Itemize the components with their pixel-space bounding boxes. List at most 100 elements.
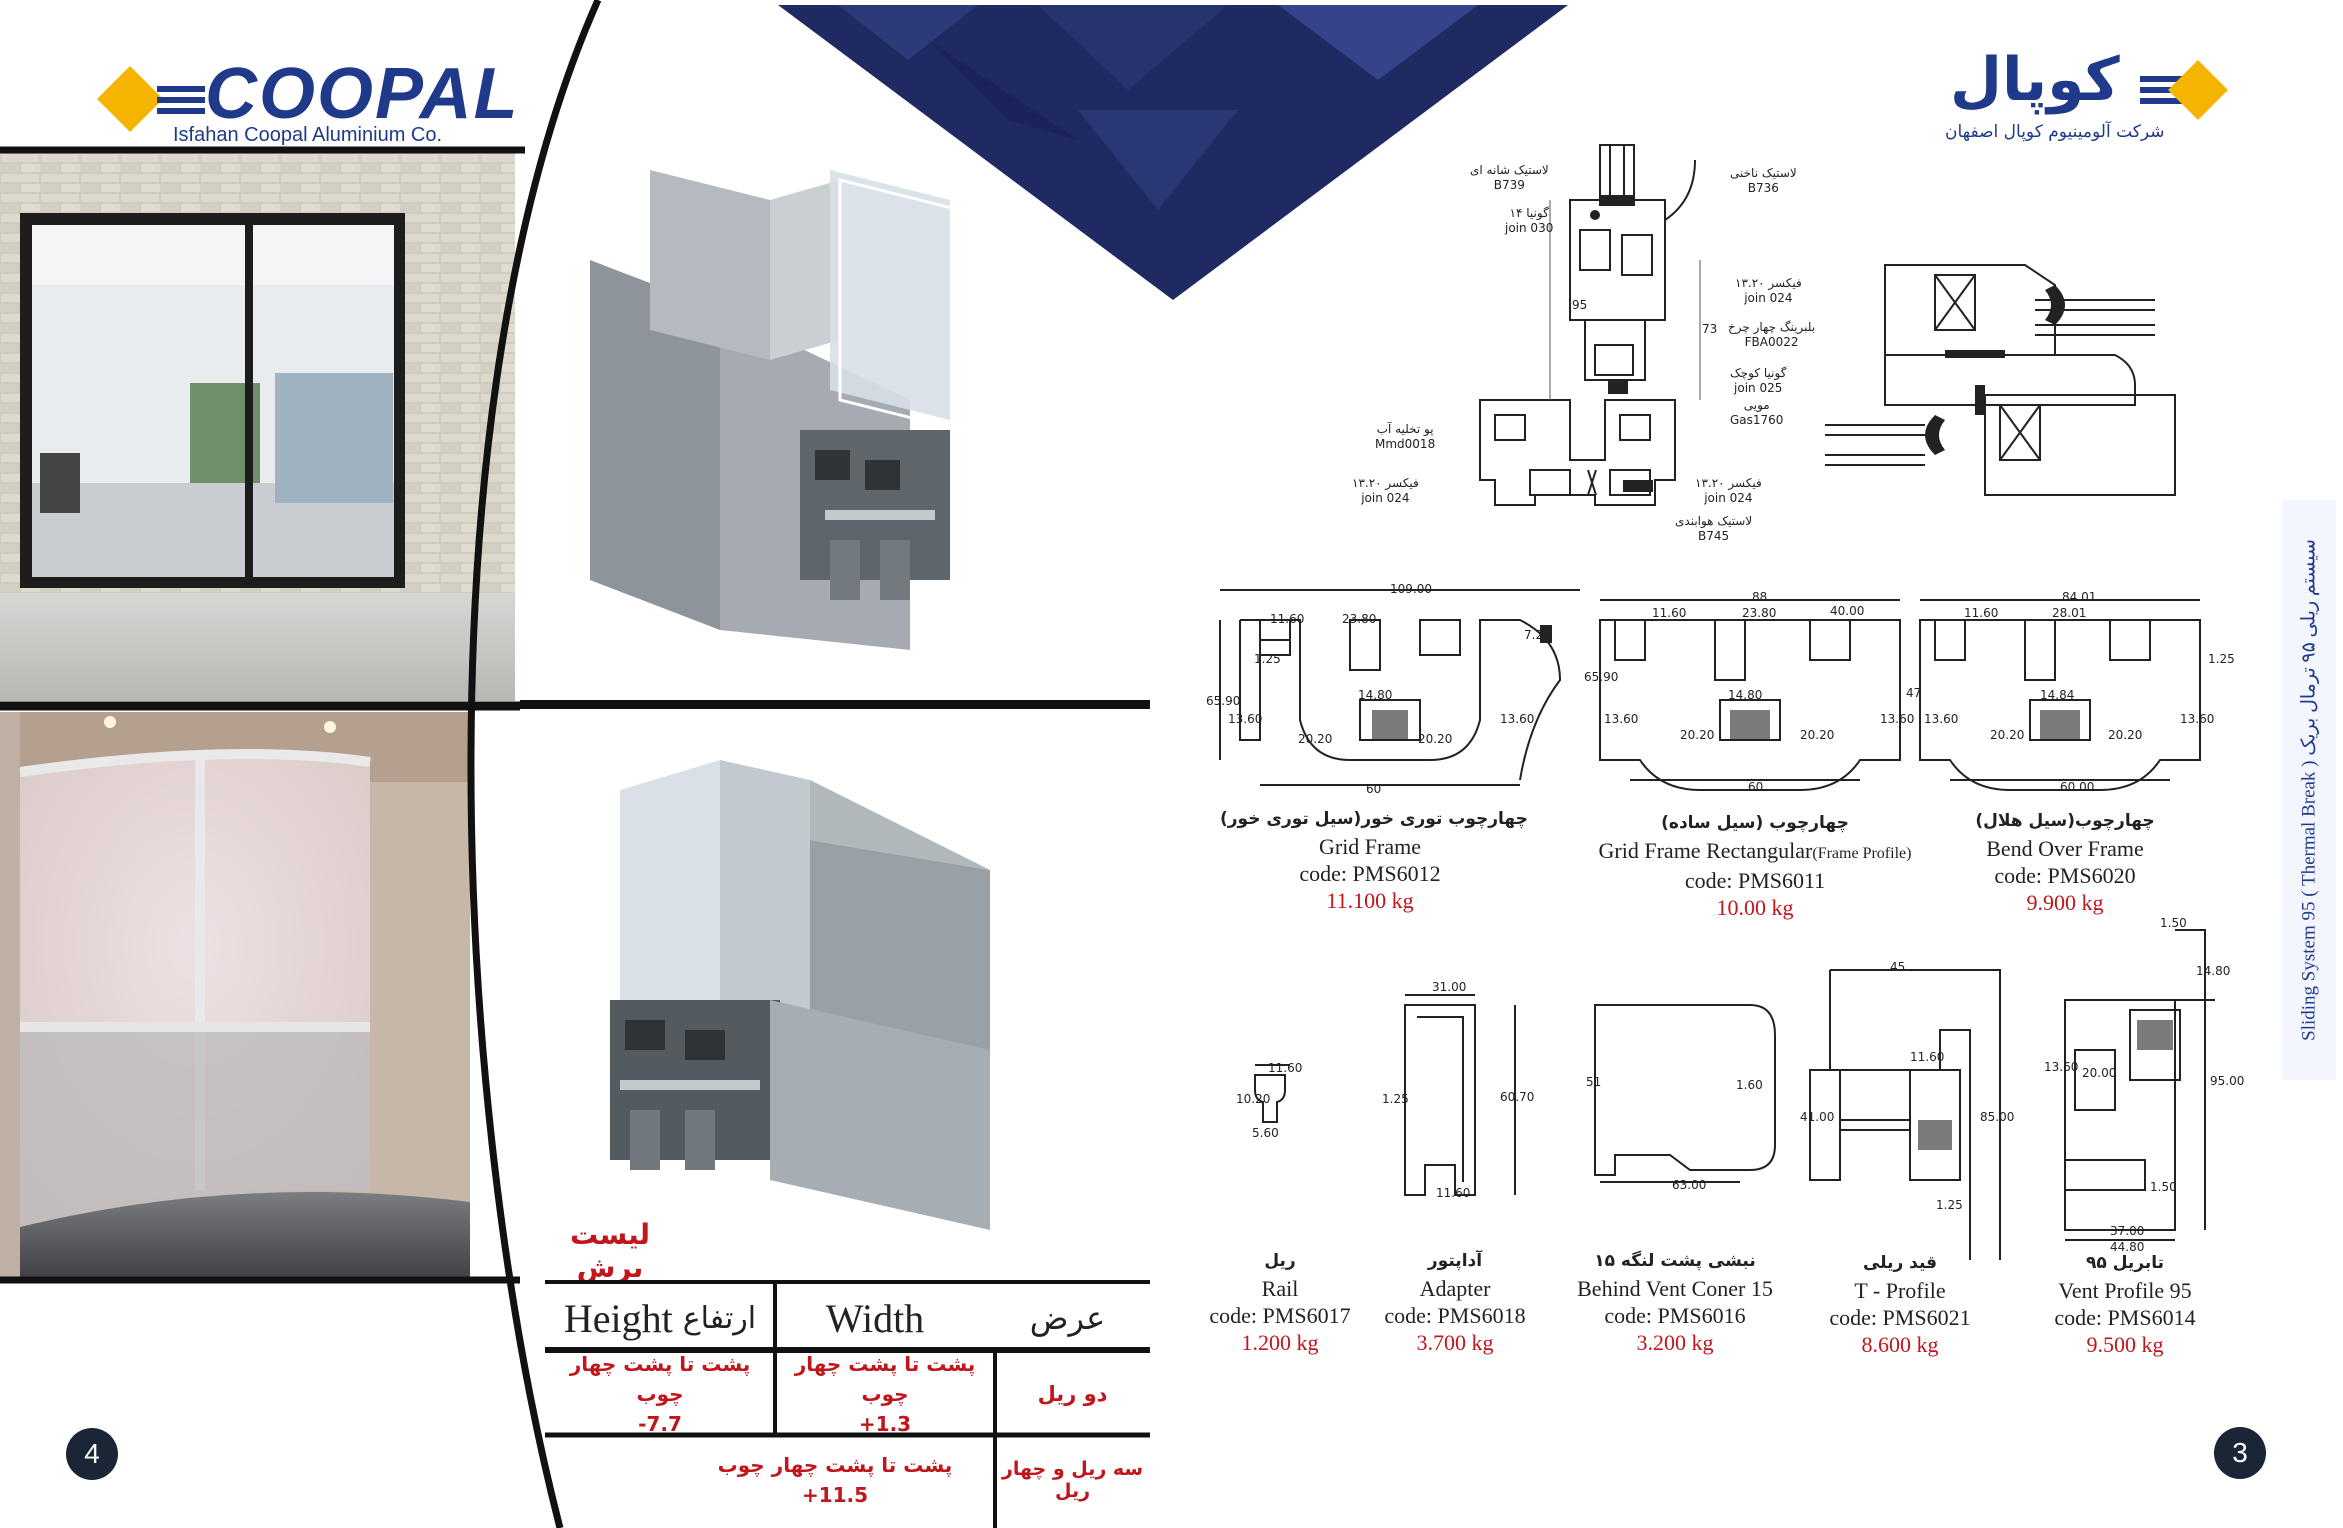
f3-dim-f: 14.84: [2040, 688, 2075, 702]
f2-dim-i: 13.60: [1880, 712, 1915, 726]
vp-dim-g: 37.00: [2110, 1224, 2145, 1238]
f3-dim-d: 47: [1906, 686, 1922, 700]
vp-dim-b: 14.80: [2196, 964, 2231, 978]
vent-profile-drawing: [2064, 929, 2215, 1241]
tp-dim-c: 41.00: [1800, 1110, 1835, 1124]
logo-wordmark: COOPAL: [205, 54, 520, 134]
f1-dim-c: 7.20: [1524, 628, 1551, 642]
label-join024-a: فیکسر ۱۳.۲۰ join 024: [1735, 276, 1802, 305]
interior-photo: [0, 153, 515, 701]
rail-dim-b: 10.20: [1236, 1092, 1271, 1106]
assembly-dim-73: 73: [1702, 322, 1718, 336]
row1-height-cell: پشت تا پشت چهار چوب -7.7: [569, 1352, 751, 1436]
tp-dim-e: 1.25: [1936, 1198, 1963, 1212]
f1-dim-j: 13.60: [1500, 712, 1535, 726]
height-label-fa: ارتفاع: [682, 1300, 757, 1336]
coopal-logo-fa: کوپال شرکت آلومینیوم کوپال اصفهان: [1945, 45, 2230, 150]
rail-drawing: [1254, 1064, 1290, 1123]
f2-dim-h: 20.20: [1800, 728, 1835, 742]
f1-dim-h: 20.20: [1298, 732, 1333, 746]
f3-dim-g: 20.20: [1990, 728, 2025, 742]
adapter-dim-d: 11.60: [1436, 1186, 1471, 1200]
f3-dim-c: 1.25: [2208, 652, 2235, 666]
f2-dim-j: 60: [1748, 780, 1764, 794]
logo-diamond-icon: [97, 66, 205, 132]
profile-render-top: [570, 160, 970, 650]
cut-list-table: Height ارتفاع Width عرض پشت تا پشت چهار …: [545, 1280, 1150, 1528]
height-label: Height: [563, 1295, 673, 1341]
t-profile-drawing: [1809, 969, 2001, 1260]
vp-dim-a: 1.50: [2160, 916, 2187, 930]
width-column-header-fa: عرض: [1029, 1299, 1106, 1337]
f3-dim-i: 13.60: [2180, 712, 2215, 726]
caption-grid-frame-rectangular: چهارچوب (سیل ساده) Grid Frame Rectangula…: [1598, 813, 1912, 920]
f2-dim-c: 40.00: [1830, 604, 1865, 618]
vp-dim-c: 13.60: [2044, 1060, 2079, 1074]
label-join024-c: فیکسر ۱۳.۲۰ join 024: [1695, 476, 1762, 505]
side-vertical-title: Sliding System 95 ( Thermal Break ) سیست…: [2282, 500, 2336, 1080]
rail-dim-a: 11.60: [1268, 1061, 1303, 1075]
coopal-logo: COOPAL Isfahan Coopal Aluminium Co.: [95, 58, 518, 153]
assembly-section-drawing: 95 73: [1360, 140, 1780, 550]
vp-dim-h: 44.80: [2110, 1240, 2145, 1254]
caption-behind-vent-coner: نبشی پشت لنگه ۱۵ Behind Vent Coner 15 co…: [1577, 1251, 1773, 1355]
label-join030: گونیا ۱۴ join 030: [1505, 206, 1554, 235]
f3-dim-a: 11.60: [1964, 606, 1999, 620]
grid-frame-drawing: [1219, 589, 1580, 786]
f1-dim-i: 20.20: [1418, 732, 1453, 746]
f1-dim-d: 1.25: [1254, 652, 1281, 666]
f1-dim-g: 14.80: [1358, 688, 1393, 702]
f2-dim-b: 23.80: [1742, 606, 1777, 620]
grid-frame-rectangular-drawing: [1599, 599, 1901, 791]
tp-dim-a: 45: [1890, 960, 1906, 974]
f2-dim-width: 88: [1752, 590, 1768, 604]
section-divider: [520, 700, 1150, 709]
vp-dim-d: 20.00: [2082, 1066, 2117, 1080]
row2-label: سه ریل و چهار ریل: [1001, 1458, 1144, 1502]
label-join025: گونیا کوچک join 025: [1730, 366, 1787, 395]
label-b739: لاستیک شانه ای B739: [1470, 163, 1549, 192]
f2-dim-e: 13.60: [1604, 712, 1639, 726]
navy-triangle-decoration: [778, 5, 1568, 300]
caption-t-profile: قید ریلی T - Profile code: PMS6021 8.600…: [1829, 1253, 1971, 1357]
caption-adapter: آداپتور Adapter code: PMS6018 3.700 kg: [1384, 1251, 1526, 1355]
label-gas1760: مویی Gas1760: [1730, 398, 1784, 427]
width-column-header: Width: [825, 1295, 925, 1341]
f3-dim-b: 28.01: [2052, 606, 2087, 620]
f3-dim-j: 60.00: [2060, 780, 2095, 794]
vp-dim-f: 1.50: [2150, 1180, 2177, 1194]
label-fba0022: بلبرینگ چهار چرخ FBA0022: [1728, 320, 1816, 349]
logo-diamond-icon: [2140, 60, 2228, 120]
adapter-drawing: [1404, 994, 1516, 1196]
tp-dim-b: 11.60: [1910, 1050, 1945, 1064]
bvc-dim-b: 1.60: [1736, 1078, 1763, 1092]
f2-dim-a: 11.60: [1652, 606, 1687, 620]
row1-label: دو ریل: [1037, 1382, 1108, 1406]
f3-dim-e: 13.60: [1924, 712, 1959, 726]
caption-bend-over-frame: چهارچوب(سیل هلال) Bend Over Frame code: …: [1975, 811, 2155, 915]
adapter-dim-c: 60.70: [1500, 1090, 1535, 1104]
f1-dim-b: 23.80: [1342, 612, 1377, 626]
behind-vent-corner-drawing: [1594, 1004, 1776, 1183]
row2-merged-cell: پشت تا پشت چهار چوب +11.5: [717, 1453, 953, 1507]
assembly-dim-95: 95: [1572, 298, 1588, 312]
f2-dim-d: 65.90: [1584, 670, 1619, 684]
profile-render-bottom: [590, 750, 1010, 1240]
tp-dim-d: 85.00: [1980, 1110, 2015, 1124]
f1-dim-e: 65.90: [1206, 694, 1241, 708]
logo-subtitle-fa: شرکت آلومینیوم کوپال اصفهان: [1945, 122, 2165, 142]
adapter-dim-a: 31.00: [1432, 980, 1467, 994]
cut-list-title: لیست برش: [569, 1218, 651, 1284]
f1-dim-a: 11.60: [1270, 612, 1305, 626]
row1-width-cell: پشت تا پشت چهار چوب +1.3: [794, 1352, 976, 1436]
logo-wordmark-fa: کوپال: [1950, 45, 2120, 115]
interlock-section-drawing: [1825, 264, 2176, 496]
caption-rail: ریل Rail code: PMS6017 1.200 kg: [1209, 1251, 1351, 1355]
f1-dim-width: 109.00: [1390, 582, 1432, 596]
page-number-right: 3: [2214, 1427, 2266, 1479]
f2-dim-f: 14.80: [1728, 688, 1763, 702]
height-column-header: Height ارتفاع: [545, 1286, 775, 1350]
label-b736: لاستیک ناخنی B736: [1730, 166, 1797, 195]
f1-dim-f: 13.60: [1228, 712, 1263, 726]
page-number-left: 4: [66, 1428, 118, 1480]
